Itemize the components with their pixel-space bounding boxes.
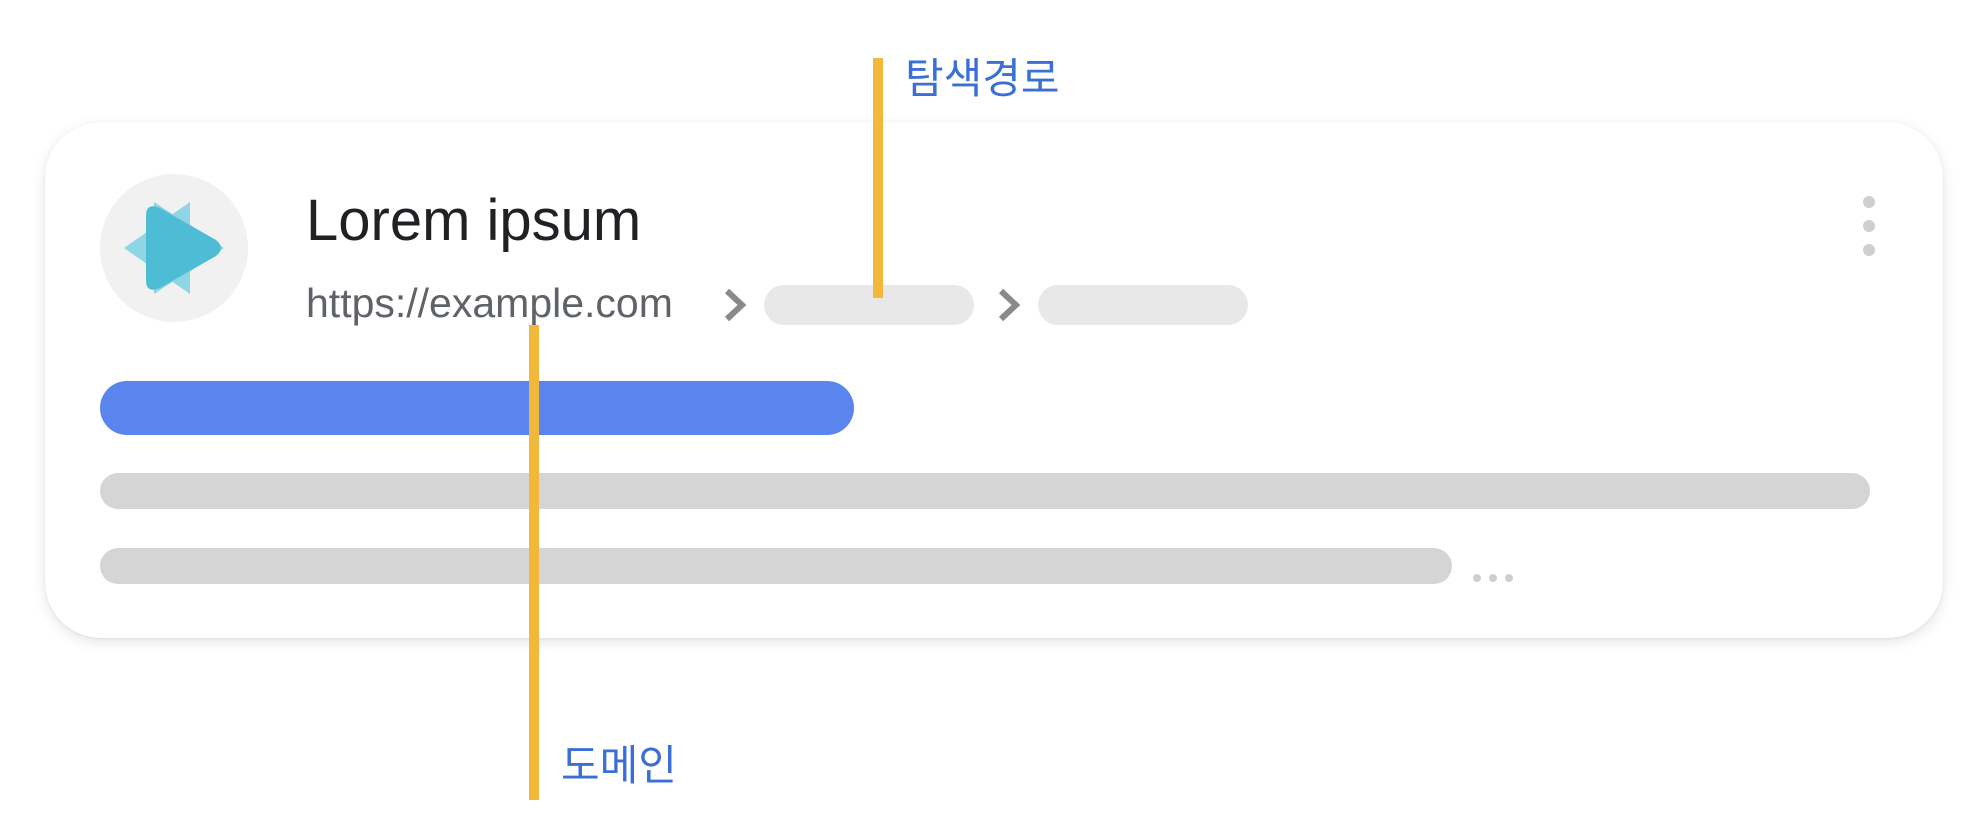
breadcrumb-segment[interactable] — [1038, 285, 1248, 325]
snippet-line — [100, 548, 1452, 584]
chevron-right-icon — [998, 288, 1021, 322]
site-favicon — [100, 174, 248, 322]
breadcrumb-segment[interactable] — [764, 285, 974, 325]
chevron-right-icon — [724, 288, 747, 322]
snippet-line — [100, 473, 1870, 509]
more-vert-icon[interactable] — [1858, 196, 1880, 256]
play-icon — [124, 202, 224, 294]
result-domain[interactable]: https://example.com — [306, 280, 673, 326]
breadcrumb-callout-label: 탐색경로 — [905, 54, 1060, 103]
ellipsis-icon — [1473, 574, 1513, 582]
breadcrumb-callout-line — [873, 58, 883, 298]
domain-callout-label: 도메인 — [561, 741, 677, 790]
result-title[interactable]: Lorem ipsum — [306, 188, 642, 253]
highlight-bar — [100, 381, 854, 435]
domain-callout-line — [529, 325, 539, 800]
